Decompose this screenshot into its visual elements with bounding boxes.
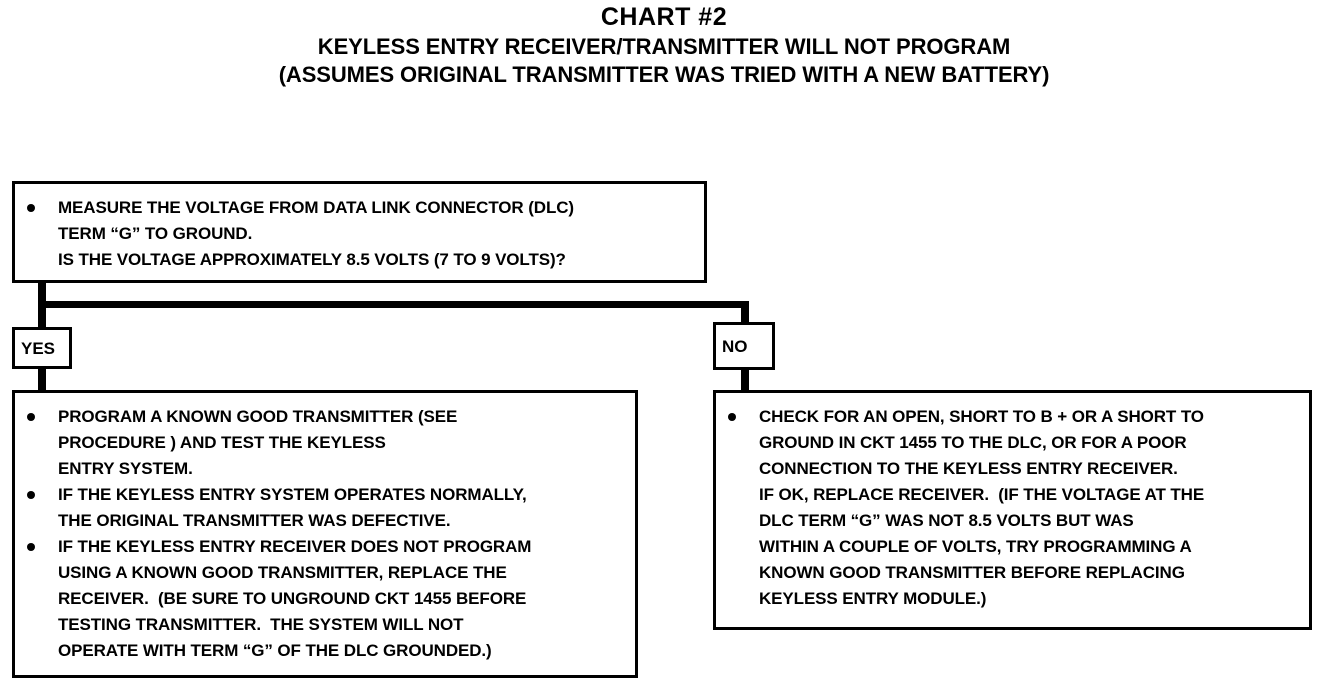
bullet-line: OPERATE WITH TERM “G” OF THE DLC GROUNDE… bbox=[58, 641, 492, 660]
bullet-dot-icon bbox=[27, 204, 35, 212]
branch-label-yes: YES bbox=[12, 327, 72, 369]
branch-label-no: NO bbox=[713, 322, 775, 370]
bullet-dot-icon bbox=[27, 413, 35, 421]
bullet-line: TERM “G” TO GROUND. bbox=[58, 224, 253, 243]
bullet-line: GROUND IN CKT 1455 TO THE DLC, OR FOR A … bbox=[759, 433, 1187, 452]
bullet-line: DLC TERM “G” WAS NOT 8.5 VOLTS BUT WAS bbox=[759, 511, 1134, 530]
yes-outcome-box: PROGRAM A KNOWN GOOD TRANSMITTER (SEE PR… bbox=[12, 390, 638, 678]
connector-yes-lower bbox=[38, 363, 46, 393]
connector-no-upper bbox=[741, 301, 749, 327]
bullet-line: WITHIN A COUPLE OF VOLTS, TRY PROGRAMMIN… bbox=[759, 537, 1192, 556]
branch-label-no-text: NO bbox=[722, 336, 748, 356]
bullet-line: THE ORIGINAL TRANSMITTER WAS DEFECTIVE. bbox=[58, 511, 451, 530]
bullet-line: MEASURE THE VOLTAGE FROM DATA LINK CONNE… bbox=[58, 198, 574, 217]
subtitle-line-1: KEYLESS ENTRY RECEIVER/TRANSMITTER WILL … bbox=[317, 34, 1011, 59]
list-item: IF THE KEYLESS ENTRY RECEIVER DOES NOT P… bbox=[15, 534, 635, 664]
page-title: CHART #2 bbox=[600, 3, 728, 31]
no-outcome-box: CHECK FOR AN OPEN, SHORT TO B + OR A SHO… bbox=[713, 390, 1312, 630]
branch-label-yes-text: YES bbox=[21, 338, 56, 358]
decision-box: MEASURE THE VOLTAGE FROM DATA LINK CONNE… bbox=[12, 181, 707, 283]
bullet-line: IF THE KEYLESS ENTRY RECEIVER DOES NOT P… bbox=[58, 537, 532, 556]
bullet-line: CHECK FOR AN OPEN, SHORT TO B + OR A SHO… bbox=[759, 407, 1204, 426]
bullet-line: PROGRAM A KNOWN GOOD TRANSMITTER (SEE bbox=[58, 407, 458, 426]
bullet-dot-icon bbox=[728, 413, 736, 421]
list-item: IF THE KEYLESS ENTRY SYSTEM OPERATES NOR… bbox=[15, 482, 635, 534]
list-item: CHECK FOR AN OPEN, SHORT TO B + OR A SHO… bbox=[716, 404, 1309, 612]
connector-yes-upper bbox=[38, 301, 46, 331]
spacer bbox=[15, 393, 635, 404]
bullet-line: IF THE KEYLESS ENTRY SYSTEM OPERATES NOR… bbox=[58, 485, 527, 504]
bullet-line: KNOWN GOOD TRANSMITTER BEFORE REPLACING bbox=[759, 563, 1185, 582]
yes-bullet-list: PROGRAM A KNOWN GOOD TRANSMITTER (SEE PR… bbox=[15, 404, 635, 664]
bullet-line: RECEIVER. (BE SURE TO UNGROUND CKT 1455 … bbox=[58, 589, 527, 608]
bullet-line: CONNECTION TO THE KEYLESS ENTRY RECEIVER… bbox=[759, 459, 1178, 478]
bullet-line: ENTRY SYSTEM. bbox=[58, 459, 193, 478]
bullet-dot-icon bbox=[27, 543, 35, 551]
list-item: PROGRAM A KNOWN GOOD TRANSMITTER (SEE PR… bbox=[15, 404, 635, 482]
connector-decision-stem bbox=[38, 283, 46, 308]
connector-no-lower bbox=[741, 364, 749, 393]
bullet-line: TESTING TRANSMITTER. THE SYSTEM WILL NOT bbox=[58, 615, 464, 634]
title-block: CHART #2 KEYLESS ENTRY RECEIVER/TRANSMIT… bbox=[0, 0, 1328, 88]
spacer bbox=[15, 184, 704, 195]
bullet-line: IF OK, REPLACE RECEIVER. (IF THE VOLTAGE… bbox=[759, 485, 1205, 504]
spacer bbox=[716, 393, 1309, 404]
subtitle-line-2: (ASSUMES ORIGINAL TRANSMITTER WAS TRIED … bbox=[278, 62, 1050, 87]
bullet-line: IS THE VOLTAGE APPROXIMATELY 8.5 VOLTS (… bbox=[58, 250, 566, 269]
decision-bullet-list: MEASURE THE VOLTAGE FROM DATA LINK CONNE… bbox=[15, 195, 704, 273]
bullet-dot-icon bbox=[27, 491, 35, 499]
bullet-line: PROCEDURE ) AND TEST THE KEYLESS bbox=[58, 433, 386, 452]
list-item: MEASURE THE VOLTAGE FROM DATA LINK CONNE… bbox=[15, 195, 704, 273]
bullet-line: KEYLESS ENTRY MODULE.) bbox=[759, 589, 987, 608]
connector-horizontal-bar bbox=[38, 301, 749, 308]
no-bullet-list: CHECK FOR AN OPEN, SHORT TO B + OR A SHO… bbox=[716, 404, 1309, 612]
bullet-line: USING A KNOWN GOOD TRANSMITTER, REPLACE … bbox=[58, 563, 507, 582]
